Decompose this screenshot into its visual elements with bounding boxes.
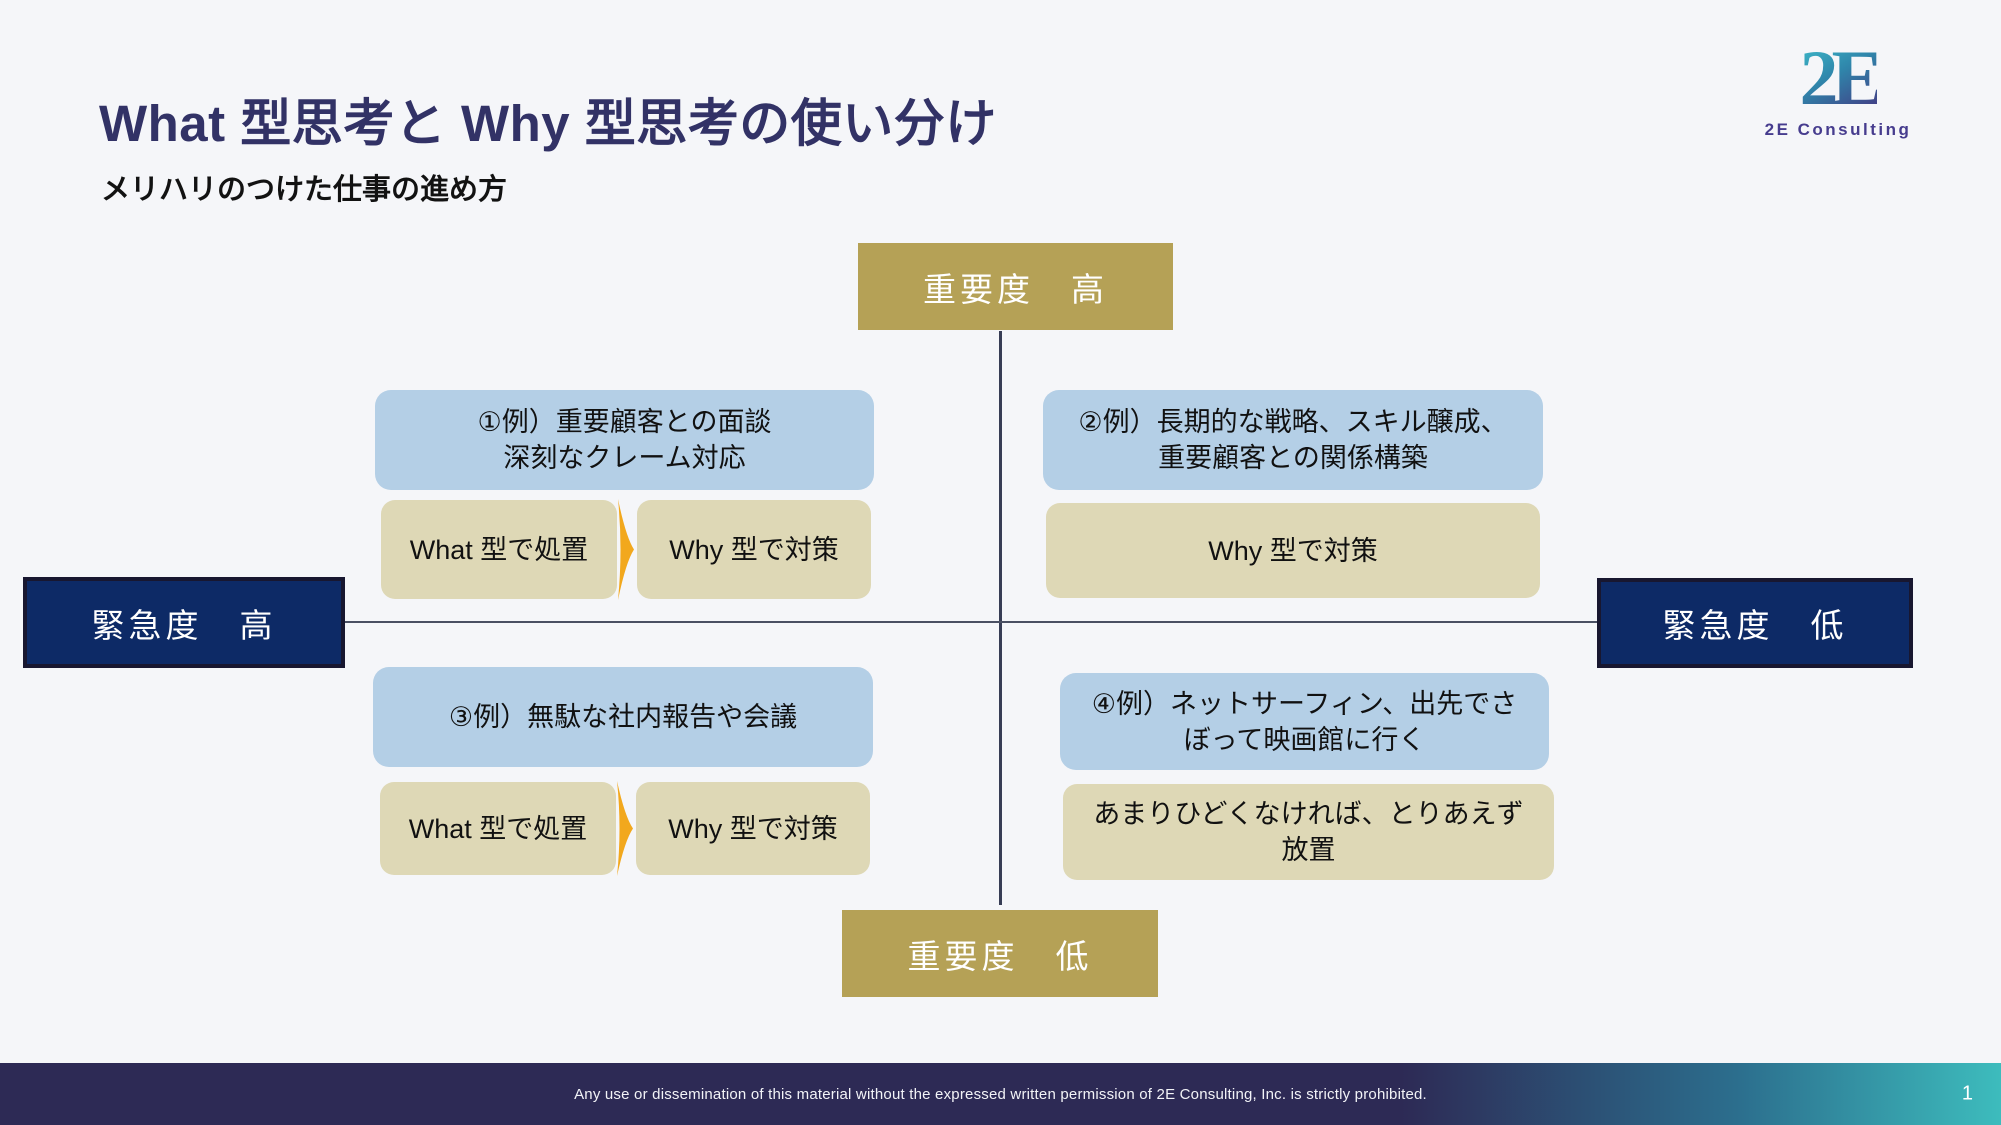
- page-number: 1: [1961, 1082, 1973, 1105]
- quadrant-2-example-box: ②例）長期的な戦略、スキル醸成、 重要顧客との関係構築: [1043, 390, 1543, 490]
- quadrant-1-action-why: Why 型で対策: [637, 500, 871, 599]
- quadrant-3-example-box: ③例）無駄な社内報告や会議: [373, 667, 873, 767]
- flow-arrow-icon: [614, 781, 636, 876]
- quadrant-1-action-what: What 型で処置: [381, 500, 617, 599]
- quadrant-1-example-box: ①例）重要顧客との面談 深刻なクレーム対応: [375, 390, 874, 490]
- page-title: What 型思考と Why 型思考の使い分け: [99, 95, 997, 152]
- footer-disclaimer: Any use or dissemination of this materia…: [574, 1085, 1427, 1103]
- axis-importance-low: 重要度 低: [842, 910, 1158, 997]
- footer-bar: Any use or dissemination of this materia…: [0, 1063, 2001, 1125]
- quadrant-3-action-why: Why 型で対策: [636, 782, 870, 875]
- flow-arrow-icon: [615, 499, 637, 600]
- page-subtitle: メリハリのつけた仕事の進め方: [101, 174, 508, 206]
- quadrant-3-action-what: What 型で処置: [380, 782, 616, 875]
- axis-urgency-low: 緊急度 低: [1597, 578, 1913, 668]
- quadrant-2-action-why: Why 型で対策: [1046, 503, 1540, 598]
- quadrant-4-action-leave: あまりひどくなければ、とりあえず 放置: [1063, 784, 1554, 880]
- urgency-axis-line: [345, 621, 1597, 623]
- axis-urgency-high: 緊急度 高: [23, 577, 345, 668]
- logo-2e-icon: 2E: [1799, 34, 1883, 121]
- quadrant-4-example-box: ④例）ネットサーフィン、出先でさ ぼって映画館に行く: [1060, 673, 1549, 770]
- importance-axis-line: [999, 331, 1002, 905]
- company-logo: 2E 2E Consulting: [1758, 38, 1918, 140]
- logo-company-name: 2E Consulting: [1764, 120, 1912, 139]
- axis-importance-high: 重要度 高: [858, 243, 1173, 330]
